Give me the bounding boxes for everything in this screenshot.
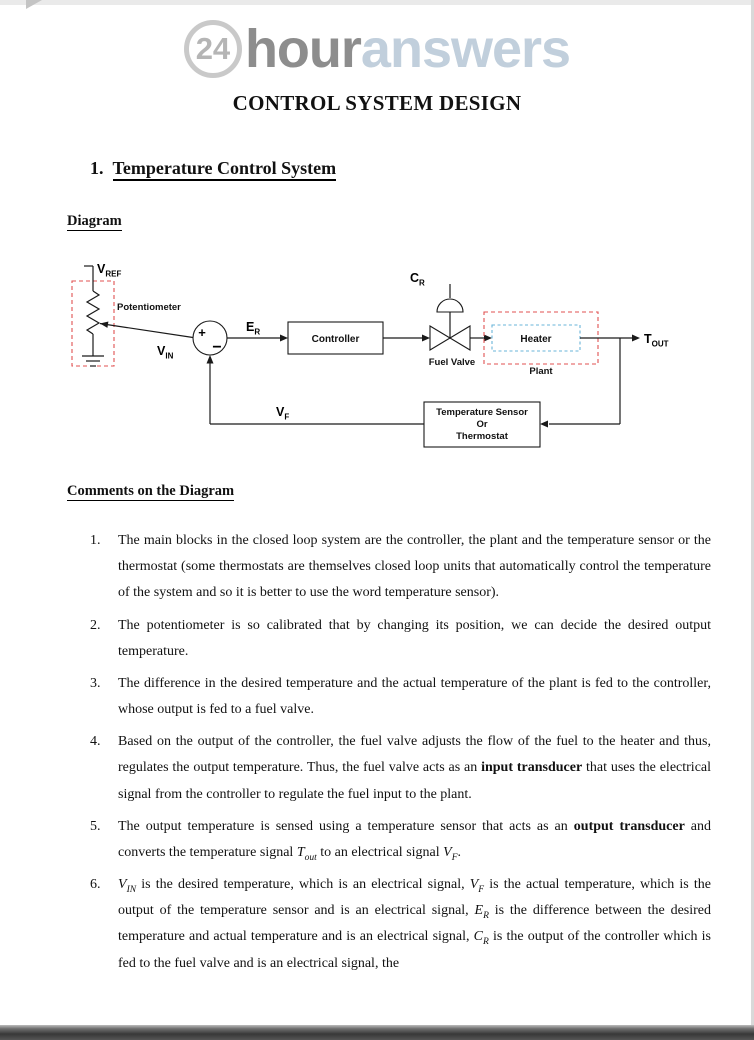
item-text: The output temperature is sensed using a… xyxy=(118,814,711,866)
text-segment: . xyxy=(457,844,462,860)
text-segment: is the desired temperature, which is an … xyxy=(136,877,470,893)
sensor-label-line1: Temperature Sensor xyxy=(436,407,528,418)
logo-answers-text: answers xyxy=(360,19,571,79)
logo: 24 hour answers xyxy=(0,20,754,78)
text-segment: is the actual temperature, which is the … xyxy=(118,877,711,919)
tout-label: TOUT xyxy=(644,332,669,349)
comments-heading: Comments on the Diagram xyxy=(67,483,711,501)
plant-label: Plant xyxy=(529,366,553,377)
list-item: 4. Based on the output of the controller,… xyxy=(90,729,711,808)
potentiometer-symbol xyxy=(82,265,104,367)
list-item: 3. The difference in the desired temperat… xyxy=(90,671,711,723)
vin-label: VIN xyxy=(157,344,174,361)
sensor-label-line2: Or xyxy=(476,419,487,430)
scan-bottom-bar xyxy=(0,1025,754,1040)
vref-label: VREF xyxy=(97,262,121,279)
item-number: 1. xyxy=(90,533,101,548)
controller-label: Controller xyxy=(312,334,360,345)
text-segment: that uses the electrical signal from the… xyxy=(118,760,712,802)
plant-block: Heater Plant xyxy=(483,311,599,377)
text-segment: Based on the output of the controller, t… xyxy=(118,734,711,776)
bold-text-segment: input transducer xyxy=(481,760,583,776)
controller-to-valve-line xyxy=(383,334,430,342)
item-text: The potentiometer is so calibrated that … xyxy=(118,613,711,665)
logo-24-badge: 24 xyxy=(183,20,242,78)
vf-label: VF xyxy=(276,405,289,422)
item-number: 3. xyxy=(90,675,101,691)
text-segment: and converts the temperature signal xyxy=(118,818,711,860)
control-system-diagram: + − Controller xyxy=(71,262,669,448)
item-text: Based on the output of the controller, t… xyxy=(118,729,711,808)
math-variable: ER xyxy=(474,903,489,922)
controller-block: Controller xyxy=(287,321,384,355)
list-item: 2. The potentiometer is so calibrated tha… xyxy=(90,613,711,665)
text-segment: to an electrical signal xyxy=(316,844,444,860)
text-segment: The potentiometer is so calibrated that … xyxy=(118,617,711,659)
diagram-heading: Diagram xyxy=(67,213,711,231)
cr-label: CR xyxy=(410,271,425,288)
wiper-arrow xyxy=(99,321,194,339)
math-variable: Tout xyxy=(296,844,317,863)
item-text: VIN is the desired temperature, which is… xyxy=(118,872,711,977)
section-heading: 1. Temperature Control System xyxy=(90,158,711,181)
item-number: 2. xyxy=(90,617,101,633)
bold-text-segment: output transducer xyxy=(573,818,685,834)
diagram-container: + − Controller xyxy=(60,256,711,461)
document-title: CONTROL SYSTEM DESIGN xyxy=(232,91,522,115)
er-label: ER xyxy=(246,320,260,337)
heater-label: Heater xyxy=(520,334,551,345)
sensor-label-line3: Thermostat xyxy=(456,431,509,442)
scan-corner-notch xyxy=(26,0,42,9)
text-segment: The difference in the desired temperatur… xyxy=(118,675,711,718)
fuel-valve-label: Fuel Valve xyxy=(429,357,475,368)
logo-hour-text: hour xyxy=(244,19,362,79)
content-area: 1. Temperature Control System Diagram xyxy=(0,158,754,977)
comments-list: 1. The main blocks in the closed loop sys… xyxy=(67,528,711,977)
list-item: 1. The main blocks in the closed loop sys… xyxy=(90,528,711,607)
item-number: 4. xyxy=(90,734,101,750)
comments-heading-text: Comments on the Diagram xyxy=(67,483,235,501)
item-number: 6. xyxy=(90,877,101,893)
diagram-heading-text: Diagram xyxy=(67,213,122,231)
text-segment: is the output of the controller which is… xyxy=(118,929,711,971)
temperature-sensor-block: Temperature Sensor Or Thermostat xyxy=(423,401,541,448)
math-variable: CR xyxy=(473,929,489,948)
item-text: The difference in the desired temperatur… xyxy=(118,671,711,723)
text-segment: The main blocks in the closed loop syste… xyxy=(118,533,711,601)
item-number: 5. xyxy=(90,818,101,834)
section-title: Temperature Control System xyxy=(112,158,337,181)
potentiometer-label: Potentiometer xyxy=(117,302,181,313)
math-variable: VIN xyxy=(118,877,137,895)
heater-box xyxy=(491,324,581,352)
item-text: The main blocks in the closed loop syste… xyxy=(118,528,711,607)
summing-junction: + − xyxy=(192,320,228,356)
math-variable: VF xyxy=(443,844,458,863)
minus-sign: − xyxy=(212,339,221,356)
plus-sign: + xyxy=(198,325,206,340)
output-line xyxy=(580,334,640,342)
text-segment: The output temperature is sensed using a… xyxy=(118,818,574,834)
feedback-path xyxy=(206,338,621,428)
list-item: 6. VIN is the desired temperature, which … xyxy=(90,872,711,977)
text-segment: is the difference between the desired te… xyxy=(118,903,712,945)
error-signal-line xyxy=(227,334,288,342)
list-item: 5. The output temperature is sensed using… xyxy=(90,814,711,866)
scan-right-edge xyxy=(751,0,754,1040)
math-variable: VF xyxy=(469,877,485,895)
valve-to-heater-line xyxy=(470,334,492,342)
fuel-valve-symbol xyxy=(429,284,471,351)
scan-top-edge xyxy=(0,0,754,5)
section-number: 1. xyxy=(90,158,104,178)
